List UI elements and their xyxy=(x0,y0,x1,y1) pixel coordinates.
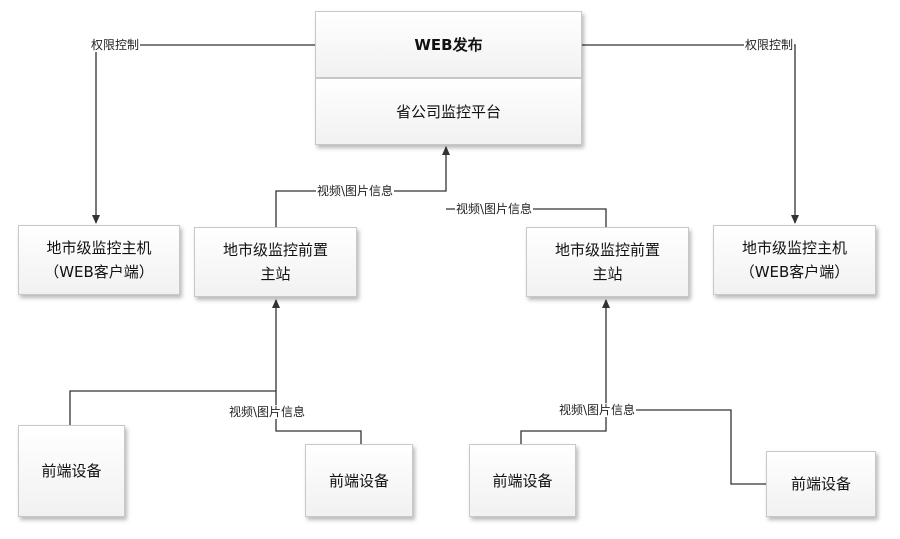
video-label-right-bottom: 视频\图片信息 xyxy=(558,403,637,417)
right-host-line2: （WEB客户端） xyxy=(739,263,850,281)
right-host-line1: 地市级监控主机 xyxy=(741,239,847,257)
permission-line-left xyxy=(92,44,315,224)
left-host-box: 地市级监控主机 （WEB客户端） xyxy=(18,225,180,295)
right-front-station-line1: 地市级监控前置 xyxy=(554,241,660,259)
permission-label-right: 权限控制 xyxy=(744,38,795,52)
left-front-station-line1: 地市级监控前置 xyxy=(222,241,328,259)
left-front-station-line2: 主站 xyxy=(260,265,291,283)
permission-label-left: 权限控制 xyxy=(90,38,141,52)
right-front-station-box: 地市级监控前置 主站 xyxy=(526,227,689,297)
front-device-text-3: 前端设备 xyxy=(492,471,553,490)
left-host-line2: （WEB客户端） xyxy=(44,263,154,281)
front-device-box-3: 前端设备 xyxy=(469,444,576,517)
device-line-left xyxy=(69,299,280,425)
right-host-box: 地市级监控主机 （WEB客户端） xyxy=(713,225,876,295)
permission-line-right xyxy=(582,44,799,224)
right-front-station-line2: 主站 xyxy=(592,265,623,283)
device-line-right xyxy=(520,299,610,444)
left-front-station-box: 地市级监控前置 主站 xyxy=(194,227,357,297)
front-device-box-1: 前端设备 xyxy=(18,425,125,517)
front-device-box-2: 前端设备 xyxy=(305,444,413,517)
left-host-line1: 地市级监控主机 xyxy=(46,239,152,257)
front-device-text-2: 前端设备 xyxy=(328,471,389,490)
front-device-text-1: 前端设备 xyxy=(41,462,102,480)
web-publish-box: WEB发布 xyxy=(315,11,582,78)
province-platform-box: 省公司监控平台 xyxy=(315,78,582,145)
front-device-text-4: 前端设备 xyxy=(790,475,851,493)
web-publish-text: WEB发布 xyxy=(414,35,483,54)
video-label-left-bottom: 视频\图片信息 xyxy=(228,405,307,419)
front-device-box-4: 前端设备 xyxy=(766,451,876,517)
device-line-right-2 xyxy=(606,409,766,485)
video-label-left-top: 视频\图片信息 xyxy=(316,184,395,198)
video-label-right-top: 视频\图片信息 xyxy=(455,202,534,216)
province-platform-text: 省公司监控平台 xyxy=(395,102,501,121)
